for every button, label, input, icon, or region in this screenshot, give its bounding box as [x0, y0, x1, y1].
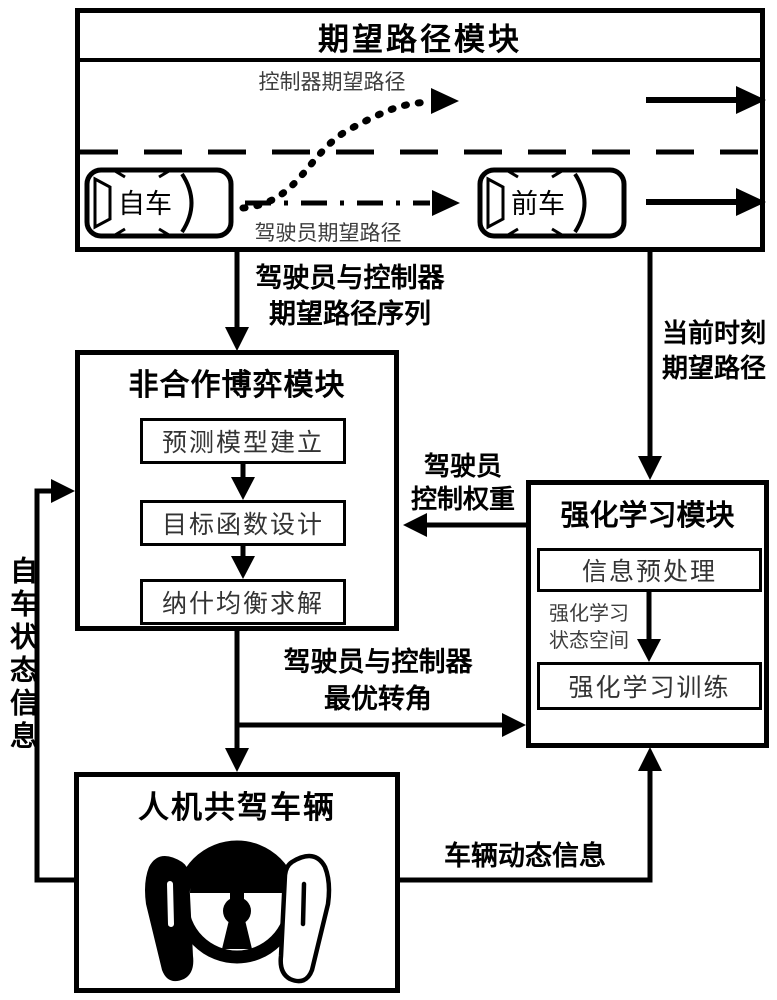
current-path-line2: 期望路径	[661, 354, 766, 384]
optimal-angle-label: 驾驶员与控制器 最优转角	[268, 644, 488, 718]
rl-step-training: 强化学习训练	[537, 662, 762, 710]
rl-state-space-line2: 状态空间	[549, 628, 629, 652]
game-step-objective-design: 目标函数设计	[140, 500, 346, 546]
desired-path-module-title: 期望路径模块	[318, 22, 522, 58]
rl-state-space-line1: 强化学习	[549, 601, 629, 625]
optimal-angle-line1: 驾驶员与控制器	[283, 647, 473, 678]
vehicle-module-title: 人机共驾车辆	[138, 790, 336, 826]
game-step-prediction-model: 预测模型建立	[140, 418, 346, 464]
rl-step-label: 强化学习训练	[568, 673, 731, 702]
title-separator	[75, 58, 765, 62]
driver-path-label: 驾驶员期望路径	[254, 221, 402, 245]
ego-state-label: 自车状态信息	[6, 556, 39, 754]
rl-step-preprocess: 信息预处理	[537, 548, 762, 592]
path-sequence-line1: 驾驶员与控制器	[255, 263, 445, 294]
driver-weight-line2: 控制权重	[410, 485, 515, 515]
driver-weight-line1: 驾驶员	[423, 452, 502, 482]
arrow-ego-state-feedback	[34, 479, 75, 883]
current-path-label: 当前时刻 期望路径	[655, 317, 773, 387]
controller-path-label: 控制器期望路径	[258, 70, 406, 94]
steering-wheel-hands-icon	[145, 840, 332, 984]
optimal-angle-line2: 最优转角	[324, 684, 432, 715]
game-step-label: 纳什均衡求解	[161, 589, 324, 618]
game-step-label: 预测模型建立	[161, 428, 324, 457]
current-path-line1: 当前时刻	[661, 319, 766, 349]
game-step-nash-solution: 纳什均衡求解	[140, 579, 346, 625]
rl-module-title: 强化学习模块	[560, 498, 735, 532]
vehicle-dynamics-label: 车辆动态信息	[444, 841, 606, 872]
path-sequence-line2: 期望路径序列	[269, 299, 431, 330]
game-step-label: 目标函数设计	[161, 510, 324, 539]
rl-step-label: 信息预处理	[581, 557, 717, 586]
rl-state-space-label: 强化学习 状态空间	[549, 600, 659, 654]
game-module-title: 非合作博弈模块	[128, 368, 346, 403]
path-sequence-label: 驾驶员与控制器 期望路径序列	[240, 261, 460, 333]
driver-weight-label: 驾驶员 控制权重	[402, 451, 524, 517]
